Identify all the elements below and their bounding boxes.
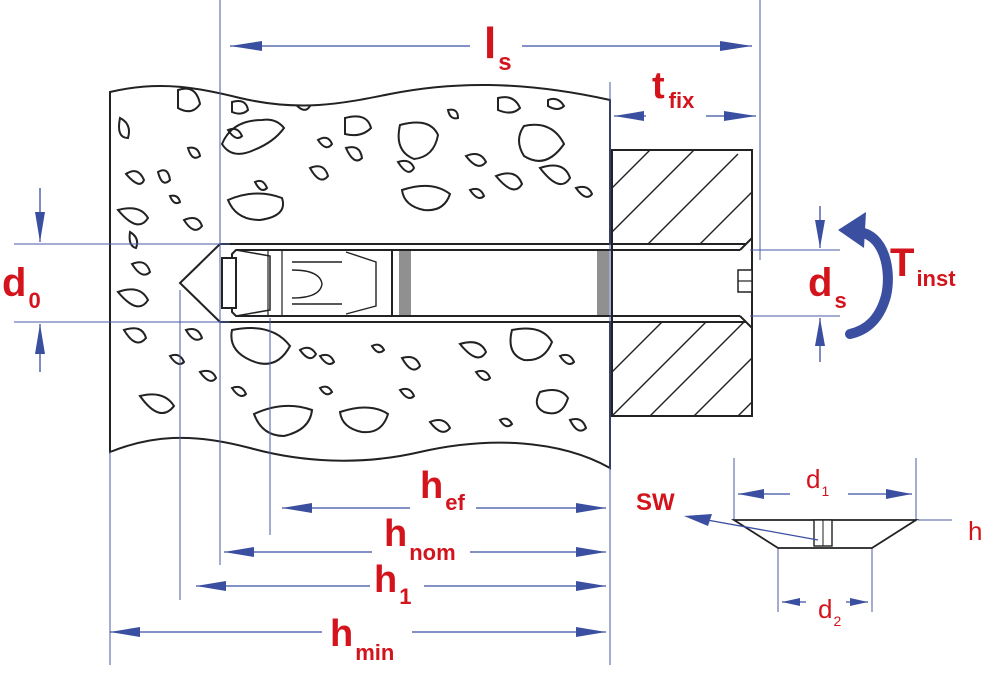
knurl-band-right [597,250,609,316]
anchor-bolt [221,235,753,331]
knurl-band-left [399,250,411,316]
label-d0: d0 [2,261,41,313]
arrowheads [35,41,912,637]
countersunk-nut-detail [684,514,920,549]
label-d2: d2 [818,594,841,629]
label-ls: ls [484,19,512,76]
aggregate-stones [116,87,594,438]
extension-lines [14,0,952,665]
label-h1: h1 [374,559,411,609]
label-tinst: Tinst [890,241,956,291]
label-hef: hef [420,465,465,515]
label-h: h [968,516,982,546]
label-hmin: hmin [330,613,394,665]
torque-arrow-icon [838,212,893,339]
label-d1: d1 [806,464,829,499]
label-ds: ds [808,261,847,313]
label-hnom: hnom [384,513,456,565]
label-sw: SW [636,489,675,516]
